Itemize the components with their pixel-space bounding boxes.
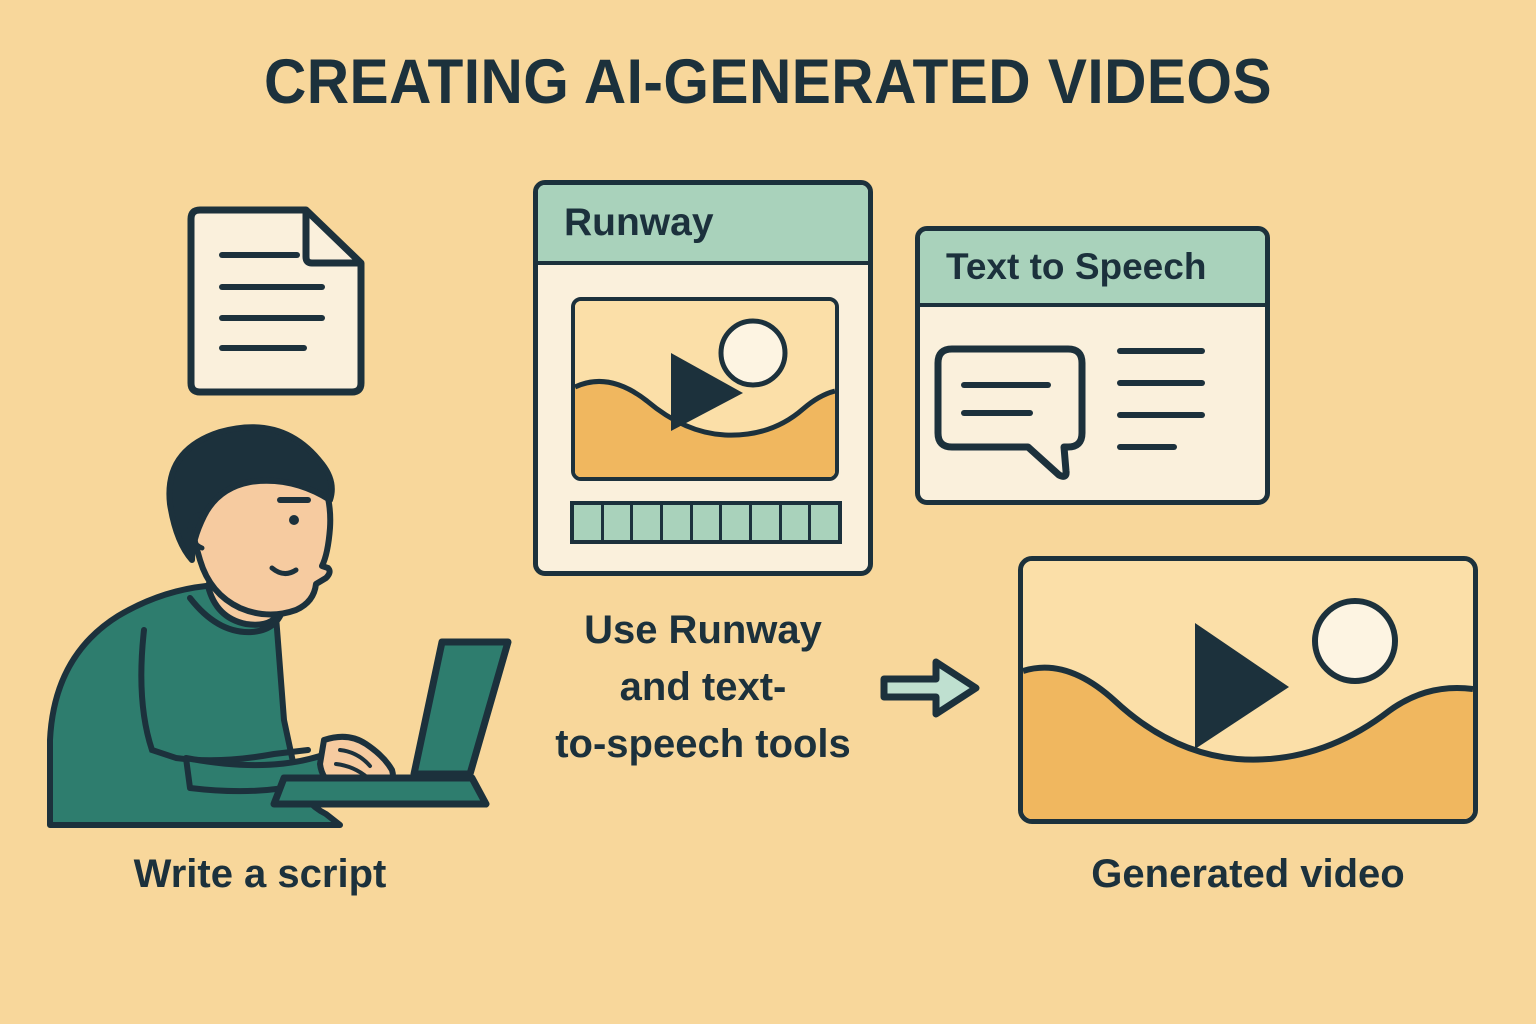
tools-caption-line-2: and text- [619, 665, 787, 709]
timeline-cell[interactable] [811, 505, 839, 540]
video-preview-icon[interactable] [571, 297, 839, 481]
document-icon [182, 205, 366, 397]
person-typing-on-laptop [40, 420, 560, 830]
play-video-thumbnail-icon[interactable] [1018, 556, 1478, 824]
right-arrow-icon [878, 655, 982, 721]
timeline-cell[interactable] [603, 505, 631, 540]
timeline-cell[interactable] [752, 505, 779, 540]
runway-titlebar: Runway [538, 185, 868, 265]
runway-title-text: Runway [564, 201, 714, 244]
timeline-cell[interactable] [781, 505, 809, 540]
page-title: CREATING AI-GENERATED VIDEOS [263, 47, 1273, 117]
timeline-cell[interactable] [692, 505, 720, 540]
tools-caption-line-3: to-speech tools [555, 722, 851, 766]
speech-bubble-icon [934, 345, 1086, 480]
text-to-speech-window[interactable]: Text to Speech [915, 226, 1270, 505]
timeline-cell[interactable] [574, 505, 601, 540]
tts-title-text: Text to Speech [946, 246, 1207, 287]
timeline-cell[interactable] [722, 505, 750, 540]
runway-window[interactable]: Runway [533, 180, 873, 576]
tts-titlebar: Text to Speech [920, 231, 1265, 307]
generated-video-label: Generated video [1091, 852, 1405, 896]
timeline-cell[interactable] [633, 505, 661, 540]
write-a-script-label: Write a script [133, 852, 387, 896]
tools-caption-line-1: Use Runway [584, 608, 822, 652]
tools-caption: Use Runway and text- to-speech tools [505, 602, 901, 773]
runway-timeline-strip[interactable] [570, 501, 842, 544]
timeline-cell[interactable] [663, 505, 690, 540]
tts-body [920, 311, 1265, 500]
tts-text-lines [1117, 348, 1205, 450]
